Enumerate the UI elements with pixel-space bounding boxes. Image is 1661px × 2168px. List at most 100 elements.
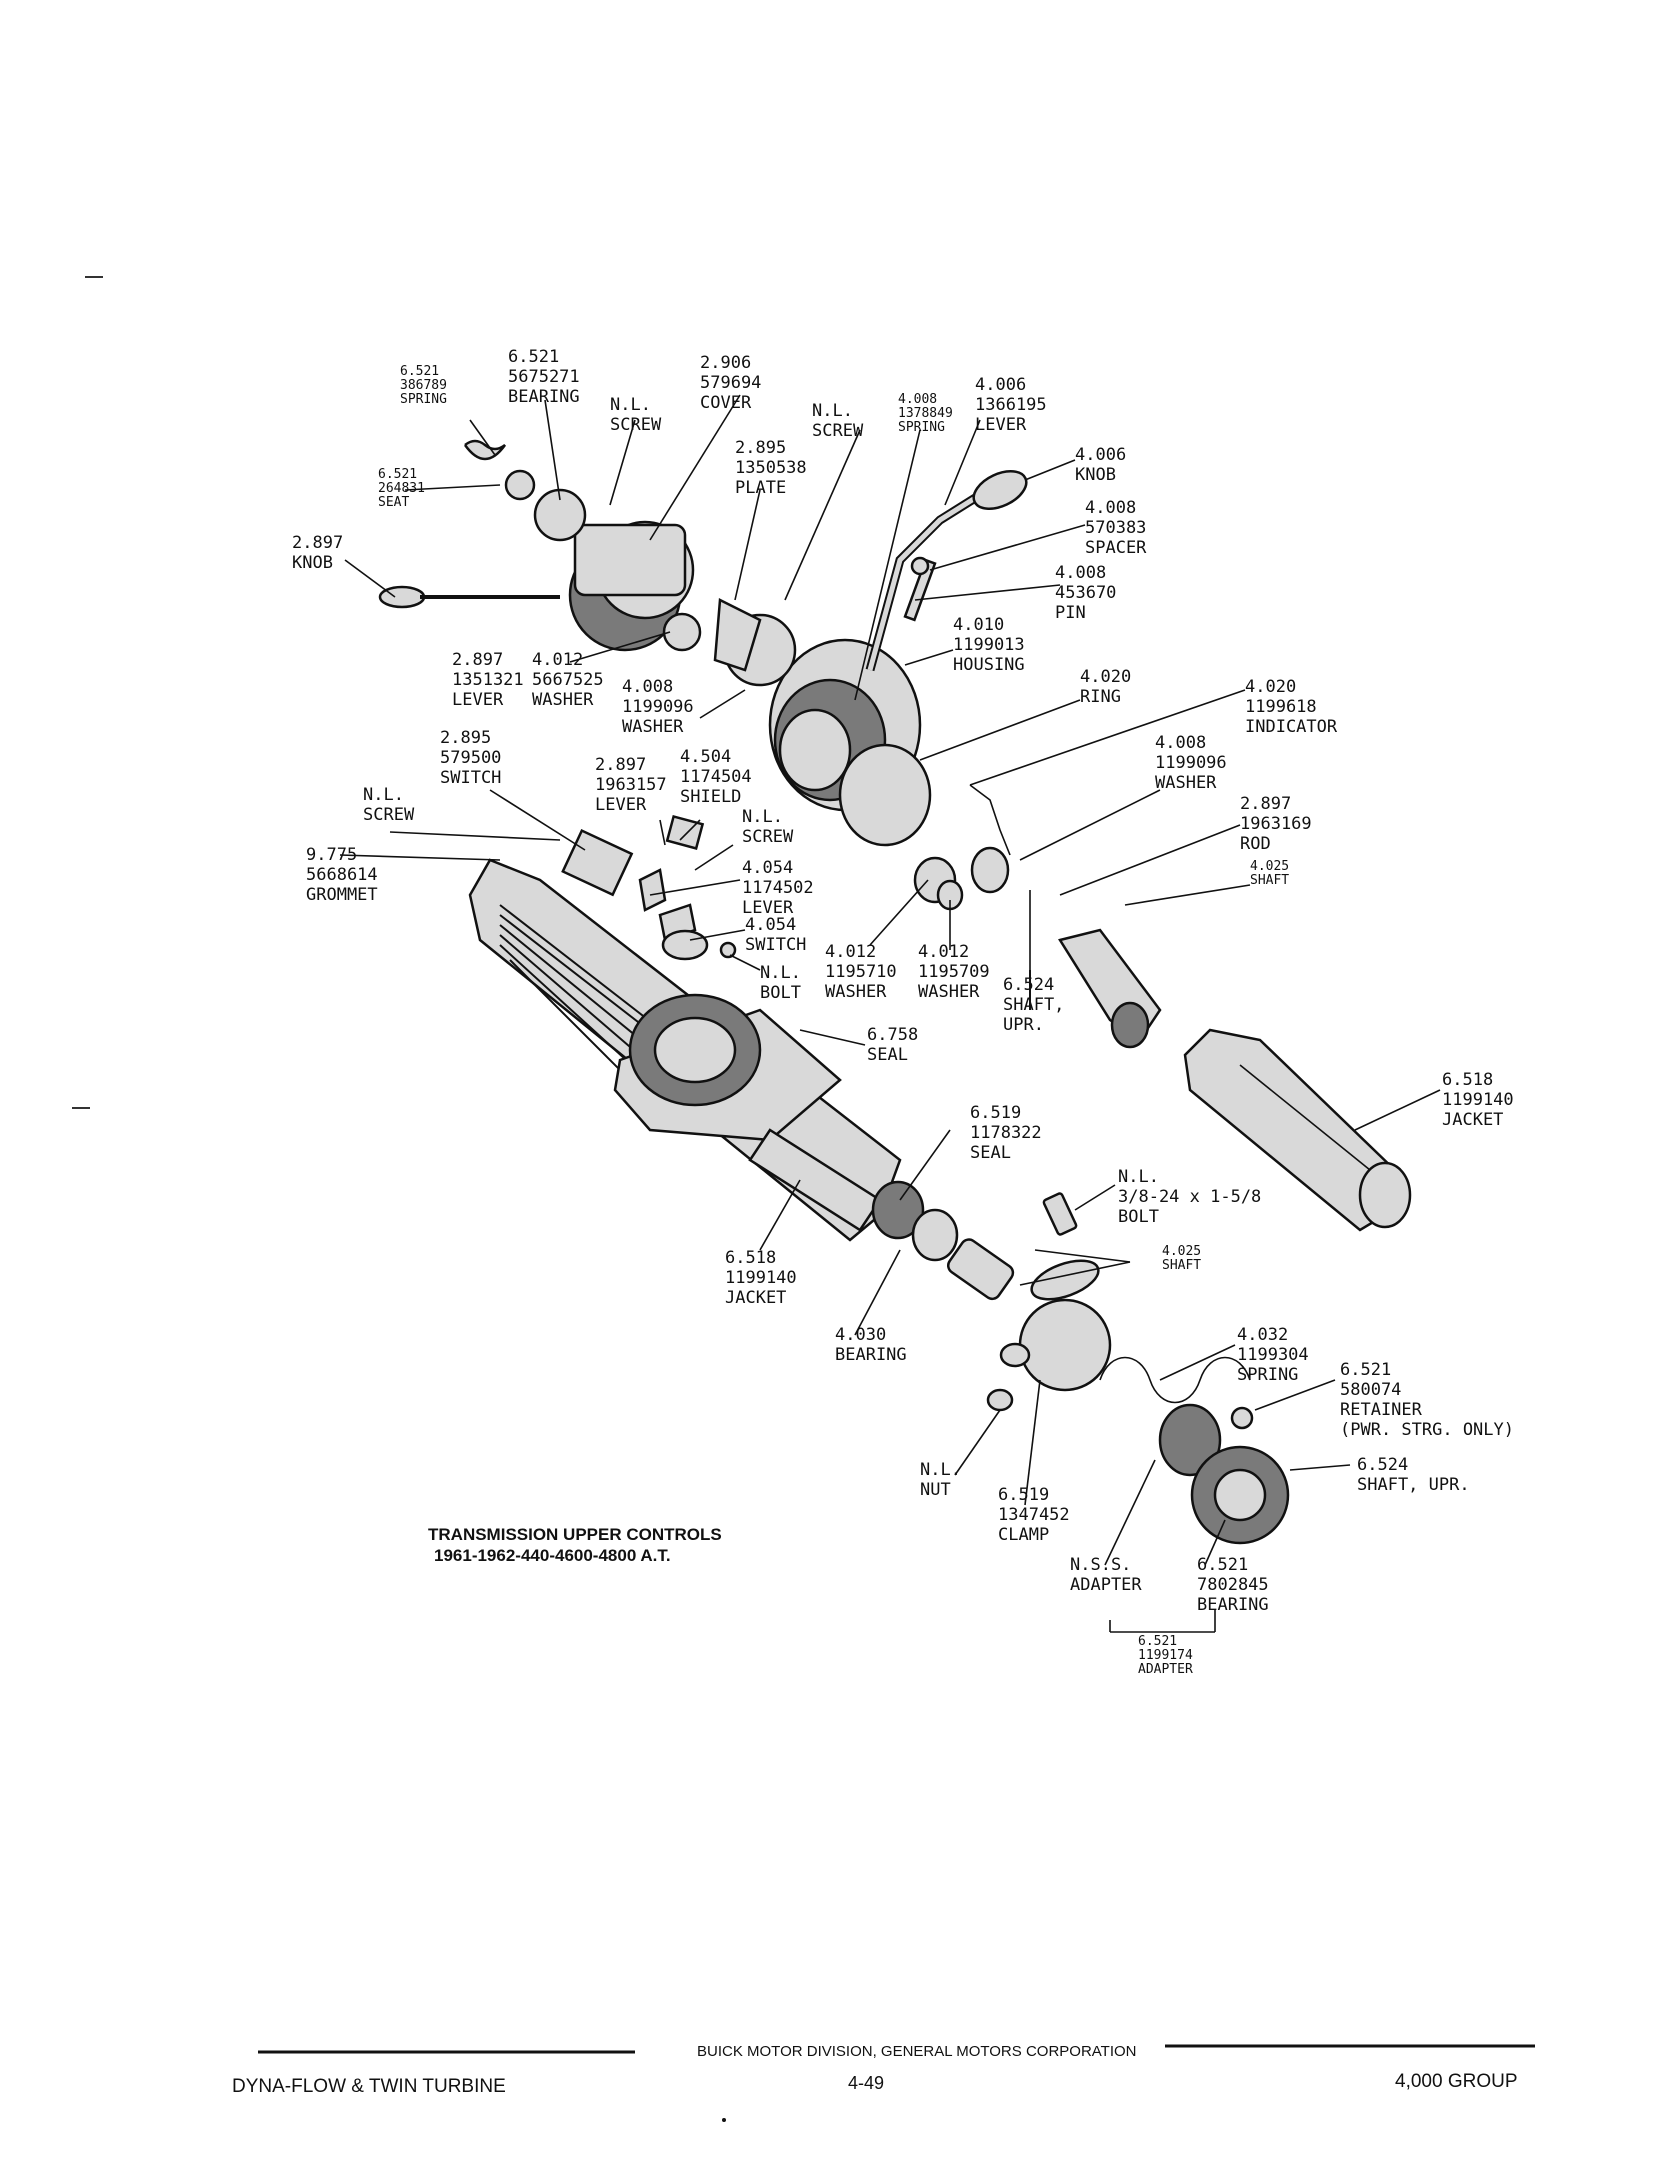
callout-line: 7802845 bbox=[1197, 1575, 1269, 1595]
callout-line: 6.521 bbox=[1340, 1360, 1391, 1380]
callout-line: SPRING bbox=[400, 392, 447, 407]
callout-line: 453670 bbox=[1055, 583, 1116, 603]
callout-nl-screw-2: N.L.SCREW bbox=[812, 401, 864, 441]
callout-line: N.L. bbox=[1118, 1167, 1159, 1187]
callout-line: SCREW bbox=[363, 805, 415, 825]
callout-line: 1199096 bbox=[622, 697, 694, 717]
callout-nl-screw-1: N.L.SCREW bbox=[610, 395, 662, 435]
footer-division: BUICK MOTOR DIVISION, GENERAL MOTORS COR… bbox=[697, 2043, 1137, 2060]
callout-line: ROD bbox=[1240, 834, 1271, 854]
callout-line: INDICATOR bbox=[1245, 717, 1338, 737]
callout-line: 4.012 bbox=[825, 942, 876, 962]
callout-line: COVER bbox=[700, 393, 752, 413]
callout-line: 6.519 bbox=[998, 1485, 1049, 1505]
callout-line: 386789 bbox=[400, 378, 447, 393]
callout-line: 6.521 bbox=[1138, 1634, 1177, 1649]
callout-line: PLATE bbox=[735, 478, 786, 498]
callout-line: SPRING bbox=[1237, 1365, 1298, 1385]
callout-line: SHAFT bbox=[1162, 1258, 1201, 1273]
callout-line: 4.020 bbox=[1245, 677, 1296, 697]
callout-line: 4.025 bbox=[1250, 859, 1289, 874]
callout-line: 6.518 bbox=[725, 1248, 776, 1268]
callout-line: ADAPTER bbox=[1138, 1662, 1193, 1677]
callout-line: HOUSING bbox=[953, 655, 1025, 675]
callout-line: BEARING bbox=[835, 1345, 907, 1365]
callout-line: 570383 bbox=[1085, 518, 1146, 538]
callout-line: 2.906 bbox=[700, 353, 751, 373]
callout-line: BOLT bbox=[1118, 1207, 1159, 1227]
callout-line: LEVER bbox=[975, 415, 1027, 435]
callout-line: N.L. bbox=[812, 401, 853, 421]
callout-line: 1351321 bbox=[452, 670, 524, 690]
callout-line: 1195710 bbox=[825, 962, 897, 982]
housing-cover-drawing bbox=[568, 520, 932, 847]
callout-line: 5668614 bbox=[306, 865, 378, 885]
callout-line: N.L. bbox=[920, 1460, 961, 1480]
callout-line: KNOB bbox=[292, 553, 333, 573]
callout-line: 1199013 bbox=[953, 635, 1025, 655]
callout-line: KNOB bbox=[1075, 465, 1116, 485]
callout-line: 2.897 bbox=[452, 650, 503, 670]
callout-nl-nut: N.L.NUT bbox=[920, 1460, 961, 1500]
callout-line: PIN bbox=[1055, 603, 1086, 623]
lower-assembly-drawing bbox=[871, 1180, 1290, 1545]
callout-nl-bolt: N.L.BOLT bbox=[760, 963, 801, 1003]
callout-line: 4.020 bbox=[1080, 667, 1131, 687]
callout-line: LEVER bbox=[452, 690, 504, 710]
callout-line: ADAPTER bbox=[1070, 1575, 1142, 1595]
leader-lines bbox=[339, 394, 1441, 1633]
callout-line: 1350538 bbox=[735, 458, 807, 478]
callout-line: 4.008 bbox=[622, 677, 673, 697]
callout-line: 1199174 bbox=[1138, 1648, 1193, 1663]
callout-line: 6.521 bbox=[508, 347, 559, 367]
callout-line: 1195709 bbox=[918, 962, 990, 982]
callout-line: LEVER bbox=[742, 898, 794, 918]
callout-line: 4.054 bbox=[745, 915, 796, 935]
callout-line: 579500 bbox=[440, 748, 501, 768]
callout-line: 4.504 bbox=[680, 747, 731, 767]
callout-line: 1174504 bbox=[680, 767, 752, 787]
footer-left: DYNA-FLOW & TWIN TURBINE bbox=[232, 2076, 506, 2097]
callout-line: 2.895 bbox=[735, 438, 786, 458]
callout-line: 4.025 bbox=[1162, 1244, 1201, 1259]
footer-page-number: 4-49 bbox=[848, 2073, 884, 2093]
middle-small-parts bbox=[913, 784, 1162, 1049]
callout-line: SPACER bbox=[1085, 538, 1147, 558]
callout-line: 6.518 bbox=[1442, 1070, 1493, 1090]
callout-line: 1178322 bbox=[970, 1123, 1042, 1143]
diagram-title-line1: TRANSMISSION UPPER CONTROLS bbox=[428, 1525, 722, 1544]
callout-line: 6.524 bbox=[1003, 975, 1054, 995]
callout-line: 579694 bbox=[700, 373, 761, 393]
callout-line: 4.010 bbox=[953, 615, 1004, 635]
callout-line: NUT bbox=[920, 1480, 951, 1500]
callout-line: 5675271 bbox=[508, 367, 580, 387]
